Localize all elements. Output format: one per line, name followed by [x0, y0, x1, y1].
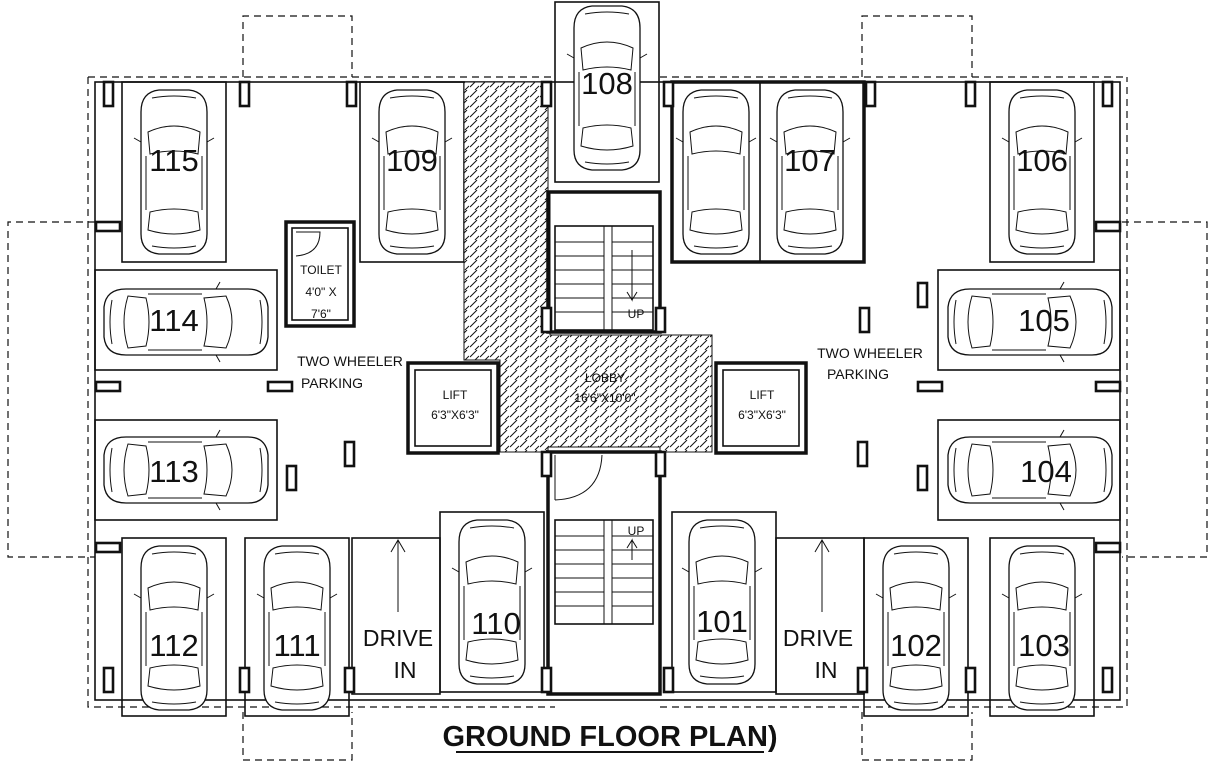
two-wheeler-left-line2: PARKING — [301, 375, 363, 391]
parking-bays — [94, 1, 1121, 717]
slot-label-102: 102 — [890, 628, 942, 663]
lift-left-label: LIFT — [443, 388, 468, 402]
drive-in-left-line2: IN — [394, 657, 417, 683]
drive-in-right-line1: DRIVE — [783, 625, 853, 651]
lift-left-box — [406, 361, 500, 455]
staircase-bottom — [546, 450, 662, 696]
lift-left-size: 6'3"X6'3" — [431, 408, 479, 422]
columns — [94, 80, 1122, 694]
toilet-size-2: 7'6" — [311, 307, 331, 321]
dashed-boundary — [7, 15, 1208, 761]
slot-label-105: 105 — [1018, 303, 1070, 338]
two-wheeler-left-line1: TWO WHEELER — [297, 353, 403, 369]
toilet-size-1: 4'0" X — [305, 285, 336, 299]
lift-right-label: LIFT — [750, 388, 775, 402]
two-wheeler-right-line2: PARKING — [827, 366, 889, 382]
slot-label-113: 113 — [149, 454, 198, 489]
staircase-top — [546, 190, 662, 334]
lift-right-size: 6'3"X6'3" — [738, 408, 786, 422]
slot-label-110: 110 — [471, 606, 520, 641]
slot-label-106: 106 — [1016, 143, 1068, 178]
slot-label-112: 112 — [149, 628, 198, 663]
plan-title: GROUND FLOOR PLAN) — [442, 721, 777, 753]
lobby-label: LOBBY — [585, 371, 625, 385]
drive-in-left-line1: DRIVE — [363, 625, 433, 651]
stair-up-bottom-label: UP — [628, 524, 645, 538]
slot-label-111: 111 — [273, 628, 320, 663]
two-wheeler-right-line1: TWO WHEELER — [817, 345, 923, 361]
slot-label-115: 115 — [149, 143, 198, 178]
slot-label-107: 107 — [784, 143, 836, 178]
drive-in-arrow-right — [814, 539, 830, 612]
toilet-room — [284, 220, 356, 328]
stair-up-top-label: UP — [628, 307, 645, 321]
slot-label-104: 104 — [1020, 454, 1072, 489]
slot-label-114: 114 — [149, 303, 198, 338]
lift-right-box — [714, 361, 808, 455]
slot-label-101: 101 — [696, 604, 748, 639]
slot-label-103: 103 — [1018, 628, 1070, 663]
lobby-size: 16'6"X10'0" — [574, 391, 635, 405]
drive-in-right-line2: IN — [815, 657, 838, 683]
drive-in-arrow-left — [390, 539, 406, 612]
slot-label-109: 109 — [386, 143, 438, 178]
slot-label-108: 108 — [581, 66, 633, 101]
toilet-label: TOILET — [300, 263, 342, 277]
